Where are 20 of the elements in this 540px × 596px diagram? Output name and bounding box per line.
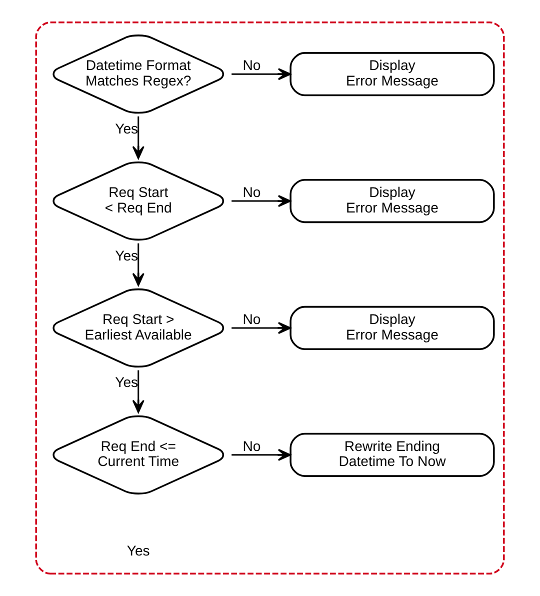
arrow (132, 370, 144, 413)
arrow (232, 448, 292, 461)
arrow (232, 322, 292, 334)
edge-label: No (242, 184, 261, 200)
arrow (232, 68, 292, 80)
node-box: Rewrite Ending Datetime To Now (290, 432, 495, 477)
arrow (232, 194, 292, 208)
edge-label: Yes (115, 120, 138, 136)
cluster (35, 22, 505, 574)
node-box: Display Error Message (290, 52, 495, 96)
arrow (132, 243, 144, 286)
edge-label: Yes (115, 247, 138, 264)
edge-label: Yes (115, 374, 138, 390)
arrow (132, 116, 144, 160)
label: Yes (126, 542, 150, 559)
edge-label: No (242, 57, 261, 74)
node-box: Display Error Message (290, 306, 495, 350)
edge-label: No (242, 310, 261, 327)
node-box: Display Error Message (290, 179, 495, 224)
edge-label: No (242, 438, 261, 454)
